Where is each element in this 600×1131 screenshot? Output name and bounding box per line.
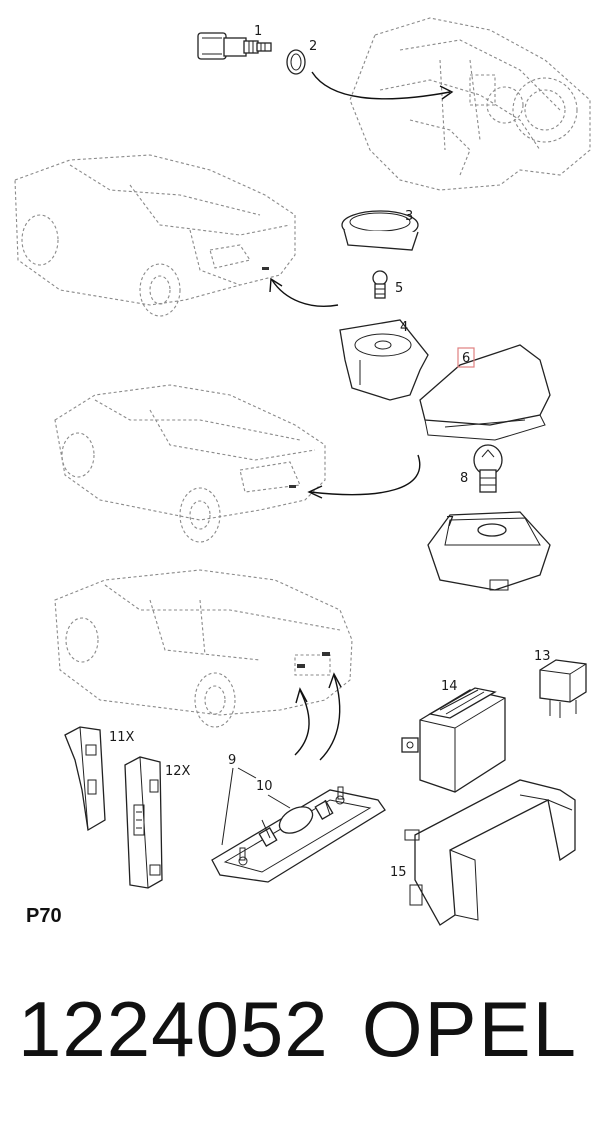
page-code: P70 xyxy=(26,905,62,927)
car-estate xyxy=(54,569,353,728)
part-6-cover-lens xyxy=(419,344,551,441)
part-number: 1224052 xyxy=(18,985,329,1073)
part-1-reverse-switch xyxy=(197,32,272,60)
callout-14: 14 xyxy=(441,679,458,694)
leader-10 xyxy=(267,794,291,809)
arrow-to-car-1 xyxy=(271,279,339,307)
callout-2: 2 xyxy=(309,39,317,54)
part-7-lamp-housing xyxy=(427,511,551,591)
callout-10: 10 xyxy=(256,779,273,794)
callout-12x: 12X xyxy=(165,764,191,779)
callout-7: 7 xyxy=(446,515,454,530)
callout-6: 6 xyxy=(462,351,470,366)
part-10-festoon-bulb xyxy=(258,799,334,847)
car-hatchback-3door xyxy=(54,384,326,543)
part-4-lamp-housing xyxy=(339,319,429,401)
parts-diagram: 1 2 3 5 4 6 8 7 13 14 11X 12X 9 10 15 xyxy=(14,17,591,926)
part-12x-bracket xyxy=(124,756,163,889)
brand-name: OPEL xyxy=(361,985,578,1073)
callout-6-highlight xyxy=(457,347,475,368)
callout-11x: 11X xyxy=(109,730,135,745)
arrow-to-car-3-right xyxy=(319,674,341,761)
arrow-to-car-2 xyxy=(309,454,421,496)
part-11x-bracket xyxy=(64,726,106,832)
callout-3: 3 xyxy=(405,209,413,224)
leader-9b xyxy=(237,767,257,779)
gearbox-illustration xyxy=(349,17,591,191)
car-hatchback-5door xyxy=(14,154,296,317)
callout-4: 4 xyxy=(400,320,408,335)
part-8-bulb xyxy=(473,444,503,493)
part-13-relay xyxy=(539,659,587,718)
arrow-to-car-3-left xyxy=(294,689,310,756)
part-2-seal-ring xyxy=(286,49,306,75)
part-3-lamp-lens xyxy=(341,210,419,251)
callout-1: 1 xyxy=(254,24,262,39)
callout-9: 9 xyxy=(228,753,236,768)
callout-labels: 1 2 3 5 4 6 8 7 13 14 11X 12X 9 10 15 xyxy=(109,24,551,880)
part-9-plate-lamp xyxy=(211,786,386,883)
part-14-control-unit xyxy=(401,687,506,793)
callout-13: 13 xyxy=(534,649,551,664)
callout-5: 5 xyxy=(395,281,403,296)
part-15-mounting-bracket xyxy=(404,779,576,926)
part-5-bulb xyxy=(372,270,388,299)
callout-15: 15 xyxy=(390,865,407,880)
callout-8: 8 xyxy=(460,471,468,486)
leader-9 xyxy=(221,767,234,846)
arrow-to-gearbox xyxy=(311,71,451,100)
